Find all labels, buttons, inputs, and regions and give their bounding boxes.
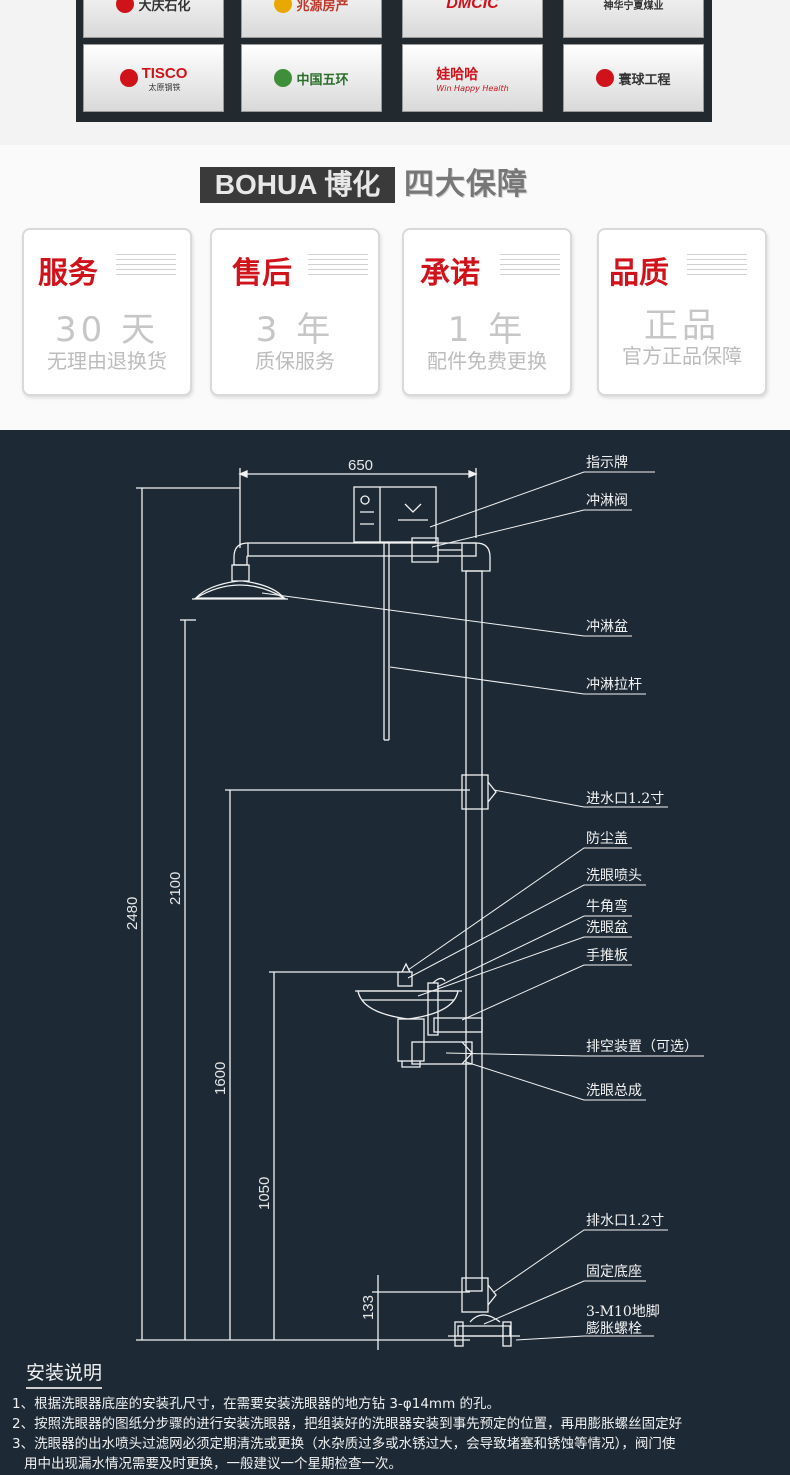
guarantee-card-promise: 承诺 1 年 配件免费更换 <box>402 228 572 396</box>
callout-eyewash-nozzle: 洗眼喷头 <box>586 868 642 884</box>
client-logo-card: 娃哈哈 Win Happy Health <box>402 44 543 112</box>
total-height-dimension: 2480 <box>124 897 141 930</box>
callout-pull-rod: 冲淋拉杆 <box>586 677 642 693</box>
install-step: 用中出现漏水情况需要及时更换，一般建议一个星期检查一次。 <box>24 1456 402 1472</box>
client-name: 寰球工程 <box>618 71 671 87</box>
guarantee-value: 1 年 <box>447 310 527 350</box>
fine-print-decoration <box>500 254 560 276</box>
client-logo-card: 中国五环 <box>241 44 382 112</box>
client-name: 神华宁夏煤业 <box>603 0 664 12</box>
callout-water-outlet: 排水口1.2寸 <box>586 1213 664 1229</box>
guarantee-title: 服务 <box>38 256 98 291</box>
client-logo-section: 大庆石化 兆源房产 DMCIC 神华宁夏煤业 TISCO 太原钢铁 <box>0 0 790 140</box>
width-dimension: 650 <box>348 457 373 474</box>
client-logo-card: TISCO 太原钢铁 <box>83 44 224 112</box>
wuhuan-logo-icon <box>274 69 293 87</box>
guarantee-value: 正品 <box>644 306 720 346</box>
tisco-logo-icon <box>119 69 138 87</box>
client-logo-card: 神华宁夏煤业 <box>563 0 704 38</box>
hqc-logo-icon <box>596 69 615 87</box>
callout-expansion-bolts: 膨胀螺栓 <box>586 1320 642 1337</box>
callout-anchor-bolts: 3-M10地脚 <box>586 1304 660 1320</box>
guarantee-card-quality: 品质 正品 官方正品保障 <box>597 228 767 396</box>
client-name: 兆源房产 <box>296 0 349 13</box>
client-logo-card: 寰球工程 <box>563 44 704 112</box>
callout-horn-elbow: 牛角弯 <box>586 898 628 915</box>
install-step: 1、根据洗眼器底座的安装孔尺寸，在需要安装洗眼器的地方钻 3-φ14mm 的孔。 <box>12 1396 501 1412</box>
guarantee-value: 30 天 <box>54 310 160 350</box>
callout-water-inlet: 进水口1.2寸 <box>586 791 664 807</box>
guarantee-desc: 官方正品保障 <box>622 344 742 368</box>
client-logo-wall: 大庆石化 兆源房产 DMCIC 神华宁夏煤业 TISCO 太原钢铁 <box>76 0 712 122</box>
callout-drain-device: 排空装置（可选） <box>586 1039 698 1055</box>
guarantee-card-aftersales: 售后 3 年 质保服务 <box>210 228 380 396</box>
install-step: 2、按照洗眼器的图纸分步骤的进行安装洗眼器，把组装好的洗眼器安装到事先预定的位置… <box>12 1416 683 1432</box>
install-instructions-title: 安装说明 <box>26 1358 103 1389</box>
client-logo-card: 大庆石化 <box>83 0 224 38</box>
petrochem-logo-icon <box>116 0 135 13</box>
eyewash-shower-drawing: 650 2480 2100 1600 1050 133 <box>124 454 704 1350</box>
technical-drawing-section: 650 2480 2100 1600 1050 133 <box>0 430 790 1475</box>
client-name: DMCIC <box>446 0 499 12</box>
client-name: TISCO <box>141 65 188 82</box>
callout-dust-cover: 防尘盖 <box>586 831 628 847</box>
shell-logo-icon <box>274 0 293 13</box>
guarantee-section: BOHUA 博化 四大保障 服务 30 天 无理由退换货 售后 3 年 质保服务… <box>0 145 790 430</box>
callout-fixed-base: 固定底座 <box>586 1264 642 1280</box>
guarantee-title: 售后 <box>232 256 292 291</box>
shower-height-dimension: 2100 <box>167 872 184 905</box>
guarantee-value: 3 年 <box>255 310 335 350</box>
callout-push-plate: 手推板 <box>586 948 628 964</box>
base-height-dimension: 133 <box>360 1295 377 1320</box>
client-logo-card: 兆源房产 <box>241 0 382 38</box>
guarantee-title: 承诺 <box>420 256 480 291</box>
callout-eyewash-assembly: 洗眼总成 <box>586 1083 642 1099</box>
fine-print-decoration <box>308 254 368 276</box>
callout-indicator-sign: 指示牌 <box>586 454 628 471</box>
client-name: 娃哈哈 <box>436 65 479 82</box>
brand-logo: BOHUA 博化 <box>200 167 395 203</box>
eyewash-height-dimension: 1600 <box>212 1062 229 1095</box>
fine-print-decoration <box>687 254 747 276</box>
guarantee-desc: 质保服务 <box>255 349 335 373</box>
fine-print-decoration <box>116 254 176 276</box>
section-heading: 四大保障 <box>404 167 528 202</box>
client-name: 中国五环 <box>296 71 349 87</box>
client-subname: Win Happy Health <box>436 83 509 93</box>
client-subname: 太原钢铁 <box>148 83 181 92</box>
install-step: 3、洗眼器的出水喷头过滤网必须定期清洗或更换（水杂质过多或水锈过大，会导致堵塞和… <box>12 1436 676 1452</box>
inlet-height-dimension: 1050 <box>256 1177 273 1210</box>
client-logo-card: DMCIC <box>402 0 543 38</box>
callout-shower-head: 冲淋盆 <box>586 619 628 635</box>
callout-eyewash-bowl: 洗眼盆 <box>586 920 628 936</box>
install-instructions-list: 1、根据洗眼器底座的安装孔尺寸，在需要安装洗眼器的地方钻 3-φ14mm 的孔。… <box>12 1394 784 1474</box>
guarantee-title: 品质 <box>609 256 669 291</box>
callout-shower-valve: 冲淋阀 <box>586 493 628 509</box>
guarantee-desc: 无理由退换货 <box>47 349 167 373</box>
guarantee-card-service: 服务 30 天 无理由退换货 <box>22 228 192 396</box>
client-name: 大庆石化 <box>138 0 191 13</box>
guarantee-desc: 配件免费更换 <box>427 349 547 373</box>
